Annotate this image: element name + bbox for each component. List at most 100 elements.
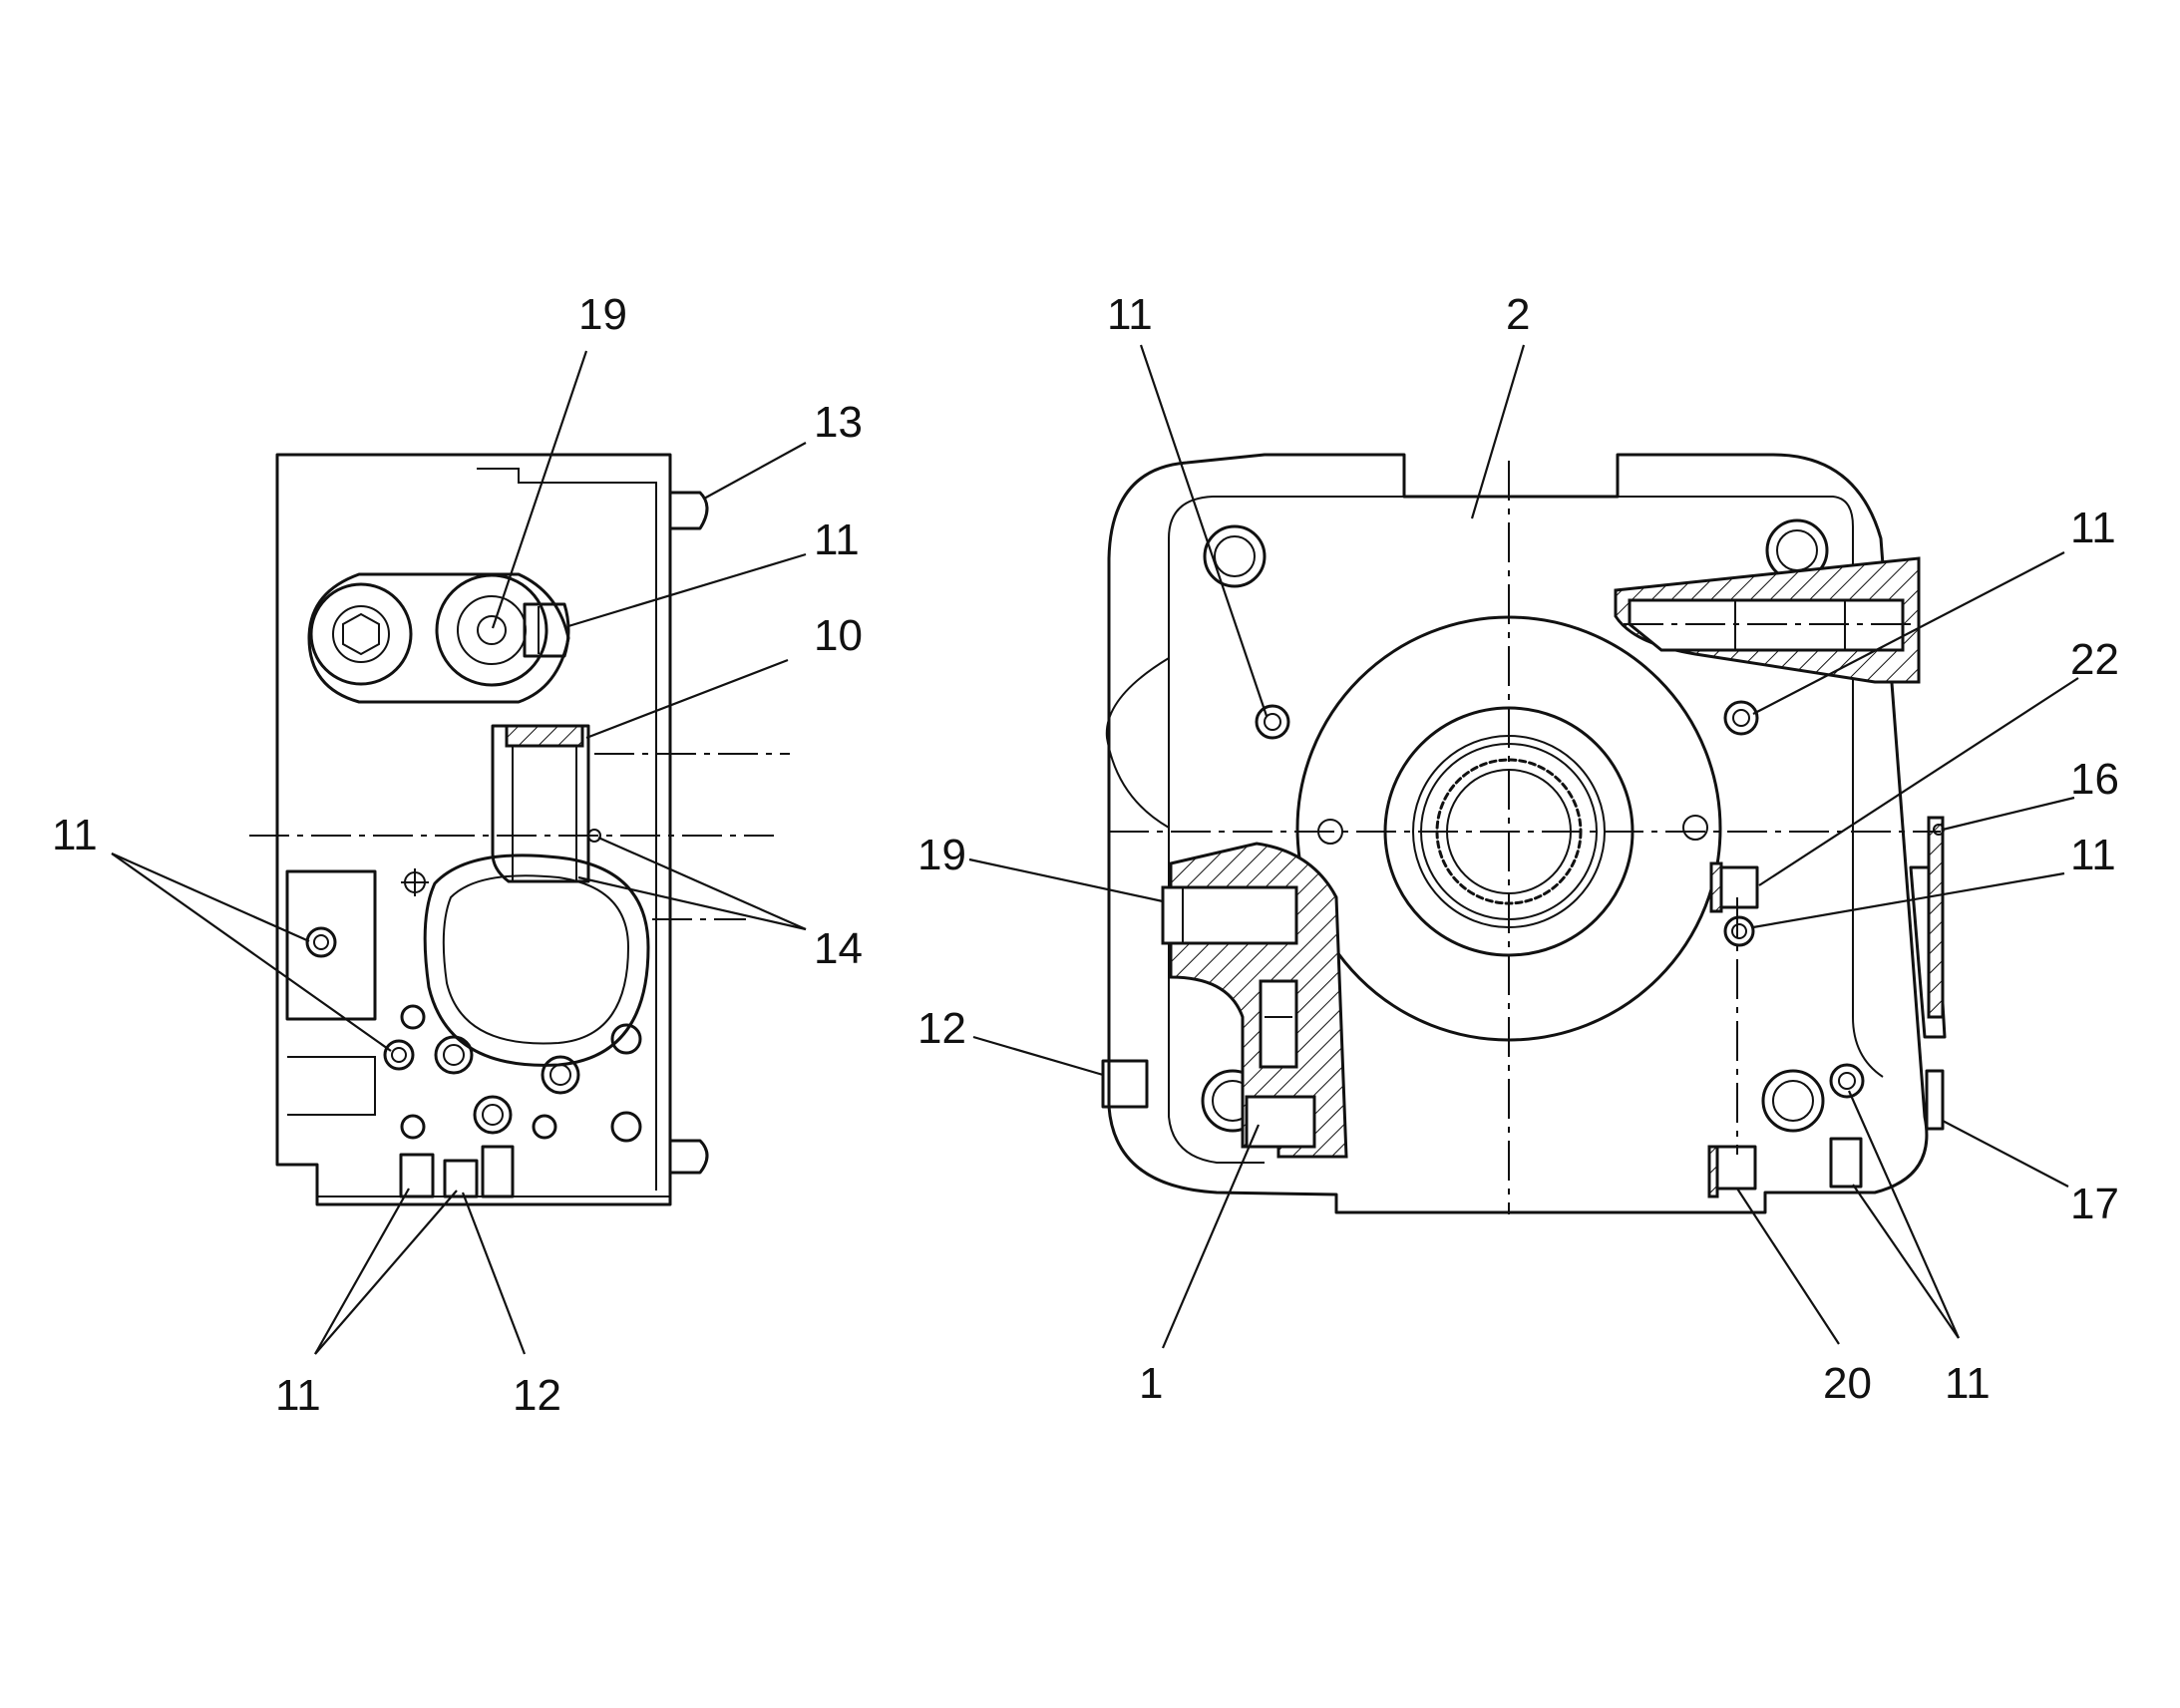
left-upper-boss xyxy=(307,572,570,704)
left-housing-inner-step xyxy=(477,468,657,1191)
left-port-11-lower xyxy=(383,1039,415,1071)
right-port-11-tr-inner xyxy=(1732,709,1750,727)
callout-label: 20 xyxy=(1823,1359,1872,1408)
right-corner-hole-br-inner xyxy=(1772,1080,1814,1122)
right-side-rib-hatched xyxy=(1927,816,1945,1019)
left-bottom-plug-3 xyxy=(481,1145,515,1198)
left-top-pin xyxy=(668,491,709,530)
leader-right-12 xyxy=(972,1035,1104,1077)
right-flange-hole-right xyxy=(1682,815,1708,841)
right-plug-20-hatched xyxy=(1707,1145,1719,1198)
leader-right-2 xyxy=(1470,344,1526,519)
leader-right-22 xyxy=(1758,677,2079,886)
leader-left-14b xyxy=(577,875,807,931)
leader-left-11-bottom-a xyxy=(314,1188,410,1355)
leader-right-19 xyxy=(968,857,1164,903)
right-port-11-tr xyxy=(1723,700,1759,736)
callout-label: 11 xyxy=(52,811,98,859)
leader-left-14a xyxy=(597,836,807,931)
left-shaft-block xyxy=(491,724,590,883)
right-plug-11-bottom xyxy=(1829,1137,1863,1189)
left-housing-outline xyxy=(275,453,672,1206)
callout-label: 2 xyxy=(1506,290,1530,339)
left-side-recess xyxy=(285,869,377,1021)
left-boss-hole-2-mid xyxy=(457,595,527,665)
left-port-11-upper-inner xyxy=(313,934,329,950)
left-port-d xyxy=(541,1055,580,1095)
left-port-h xyxy=(610,1111,642,1143)
callout-label: 11 xyxy=(1107,290,1153,339)
leader-left-10 xyxy=(585,658,789,740)
callout-label: 14 xyxy=(814,924,863,973)
right-corner-hole-tr-inner xyxy=(1776,529,1818,571)
callout-label: 19 xyxy=(917,831,966,879)
leader-right-20 xyxy=(1736,1188,1840,1345)
leader-right-11-right-top xyxy=(1752,551,2065,715)
right-port-11-mid-inner xyxy=(1731,923,1747,939)
left-port-b xyxy=(434,1035,474,1075)
callout-label: 17 xyxy=(2070,1180,2119,1228)
left-shaft-cap-hatched xyxy=(505,724,584,748)
right-plug-12 xyxy=(1101,1059,1149,1109)
left-port-a xyxy=(400,1004,426,1030)
leader-left-11-bottom-b xyxy=(314,1190,458,1355)
leader-left-12 xyxy=(461,1192,527,1355)
right-plug-22-hatched xyxy=(1709,861,1723,913)
right-plug-19 xyxy=(1161,885,1298,945)
callout-label: 13 xyxy=(814,398,863,447)
left-plug-11 xyxy=(523,602,570,658)
left-port-d-inner xyxy=(549,1064,571,1086)
left-bottom-pin xyxy=(668,1139,709,1175)
leader-left-13 xyxy=(703,442,807,500)
leader-right-16 xyxy=(1942,796,2075,832)
callout-label: 11 xyxy=(1945,1359,1991,1408)
right-inner-frame xyxy=(1168,496,1884,1164)
left-port-f xyxy=(400,1114,426,1140)
right-housing-outline xyxy=(1107,453,1929,1214)
callout-label: 16 xyxy=(2070,755,2119,804)
right-port-11-tl xyxy=(1255,704,1290,740)
callout-label: 12 xyxy=(917,1004,966,1053)
right-plug-1 xyxy=(1245,1095,1316,1149)
right-side-rib xyxy=(1909,865,1947,1039)
callout-label: 19 xyxy=(578,290,627,339)
leader-left-11-left-b xyxy=(111,853,392,1052)
right-port-11-br-inner xyxy=(1838,1072,1856,1090)
right-left-bulge xyxy=(1105,657,1170,829)
left-view: 19 13 11 10 11 14 11 12 xyxy=(52,290,863,1420)
right-corner-hole-tl xyxy=(1203,524,1267,588)
leader-right-11-right-mid xyxy=(1752,871,2065,929)
left-oval-inner xyxy=(442,874,630,1045)
callout-label: 1 xyxy=(1139,1359,1163,1408)
callout-label: 11 xyxy=(2070,831,2116,879)
callout-label: 12 xyxy=(513,1371,561,1420)
callout-label: 22 xyxy=(2070,635,2119,684)
right-corner-hole-br xyxy=(1761,1069,1825,1133)
left-lower-contour xyxy=(287,1056,376,1116)
left-port-b-inner xyxy=(443,1044,465,1066)
left-port-c xyxy=(610,1023,642,1055)
leader-right-11-bottom-a xyxy=(1847,1090,1961,1339)
left-port-11-upper xyxy=(305,926,337,958)
left-port-g xyxy=(532,1114,557,1140)
left-oval-outer xyxy=(423,854,650,1067)
left-boss-hole-2-inner xyxy=(477,615,507,645)
leader-right-11-top xyxy=(1139,344,1269,717)
leader-left-19 xyxy=(491,350,588,629)
left-bottom-plug-1 xyxy=(399,1153,435,1198)
left-boss-hole-1-inner xyxy=(332,605,390,663)
right-plug-20 xyxy=(1713,1145,1757,1191)
right-corner-hole-tl-inner xyxy=(1214,535,1256,577)
right-port-11-mid xyxy=(1723,915,1755,947)
left-port-e xyxy=(473,1095,513,1135)
callout-label: 10 xyxy=(814,611,863,660)
right-port-11-tl-inner xyxy=(1264,713,1281,731)
left-bottom-plug-2 xyxy=(443,1159,479,1198)
leader-right-17 xyxy=(1942,1120,2069,1188)
left-port-e-inner xyxy=(482,1104,504,1126)
leader-left-11-left-a xyxy=(111,852,310,943)
hex-plug-icon xyxy=(342,612,380,656)
right-view: 11 2 11 22 16 19 11 12 17 1 20 11 xyxy=(917,290,2119,1408)
callout-label: 11 xyxy=(275,1371,321,1420)
